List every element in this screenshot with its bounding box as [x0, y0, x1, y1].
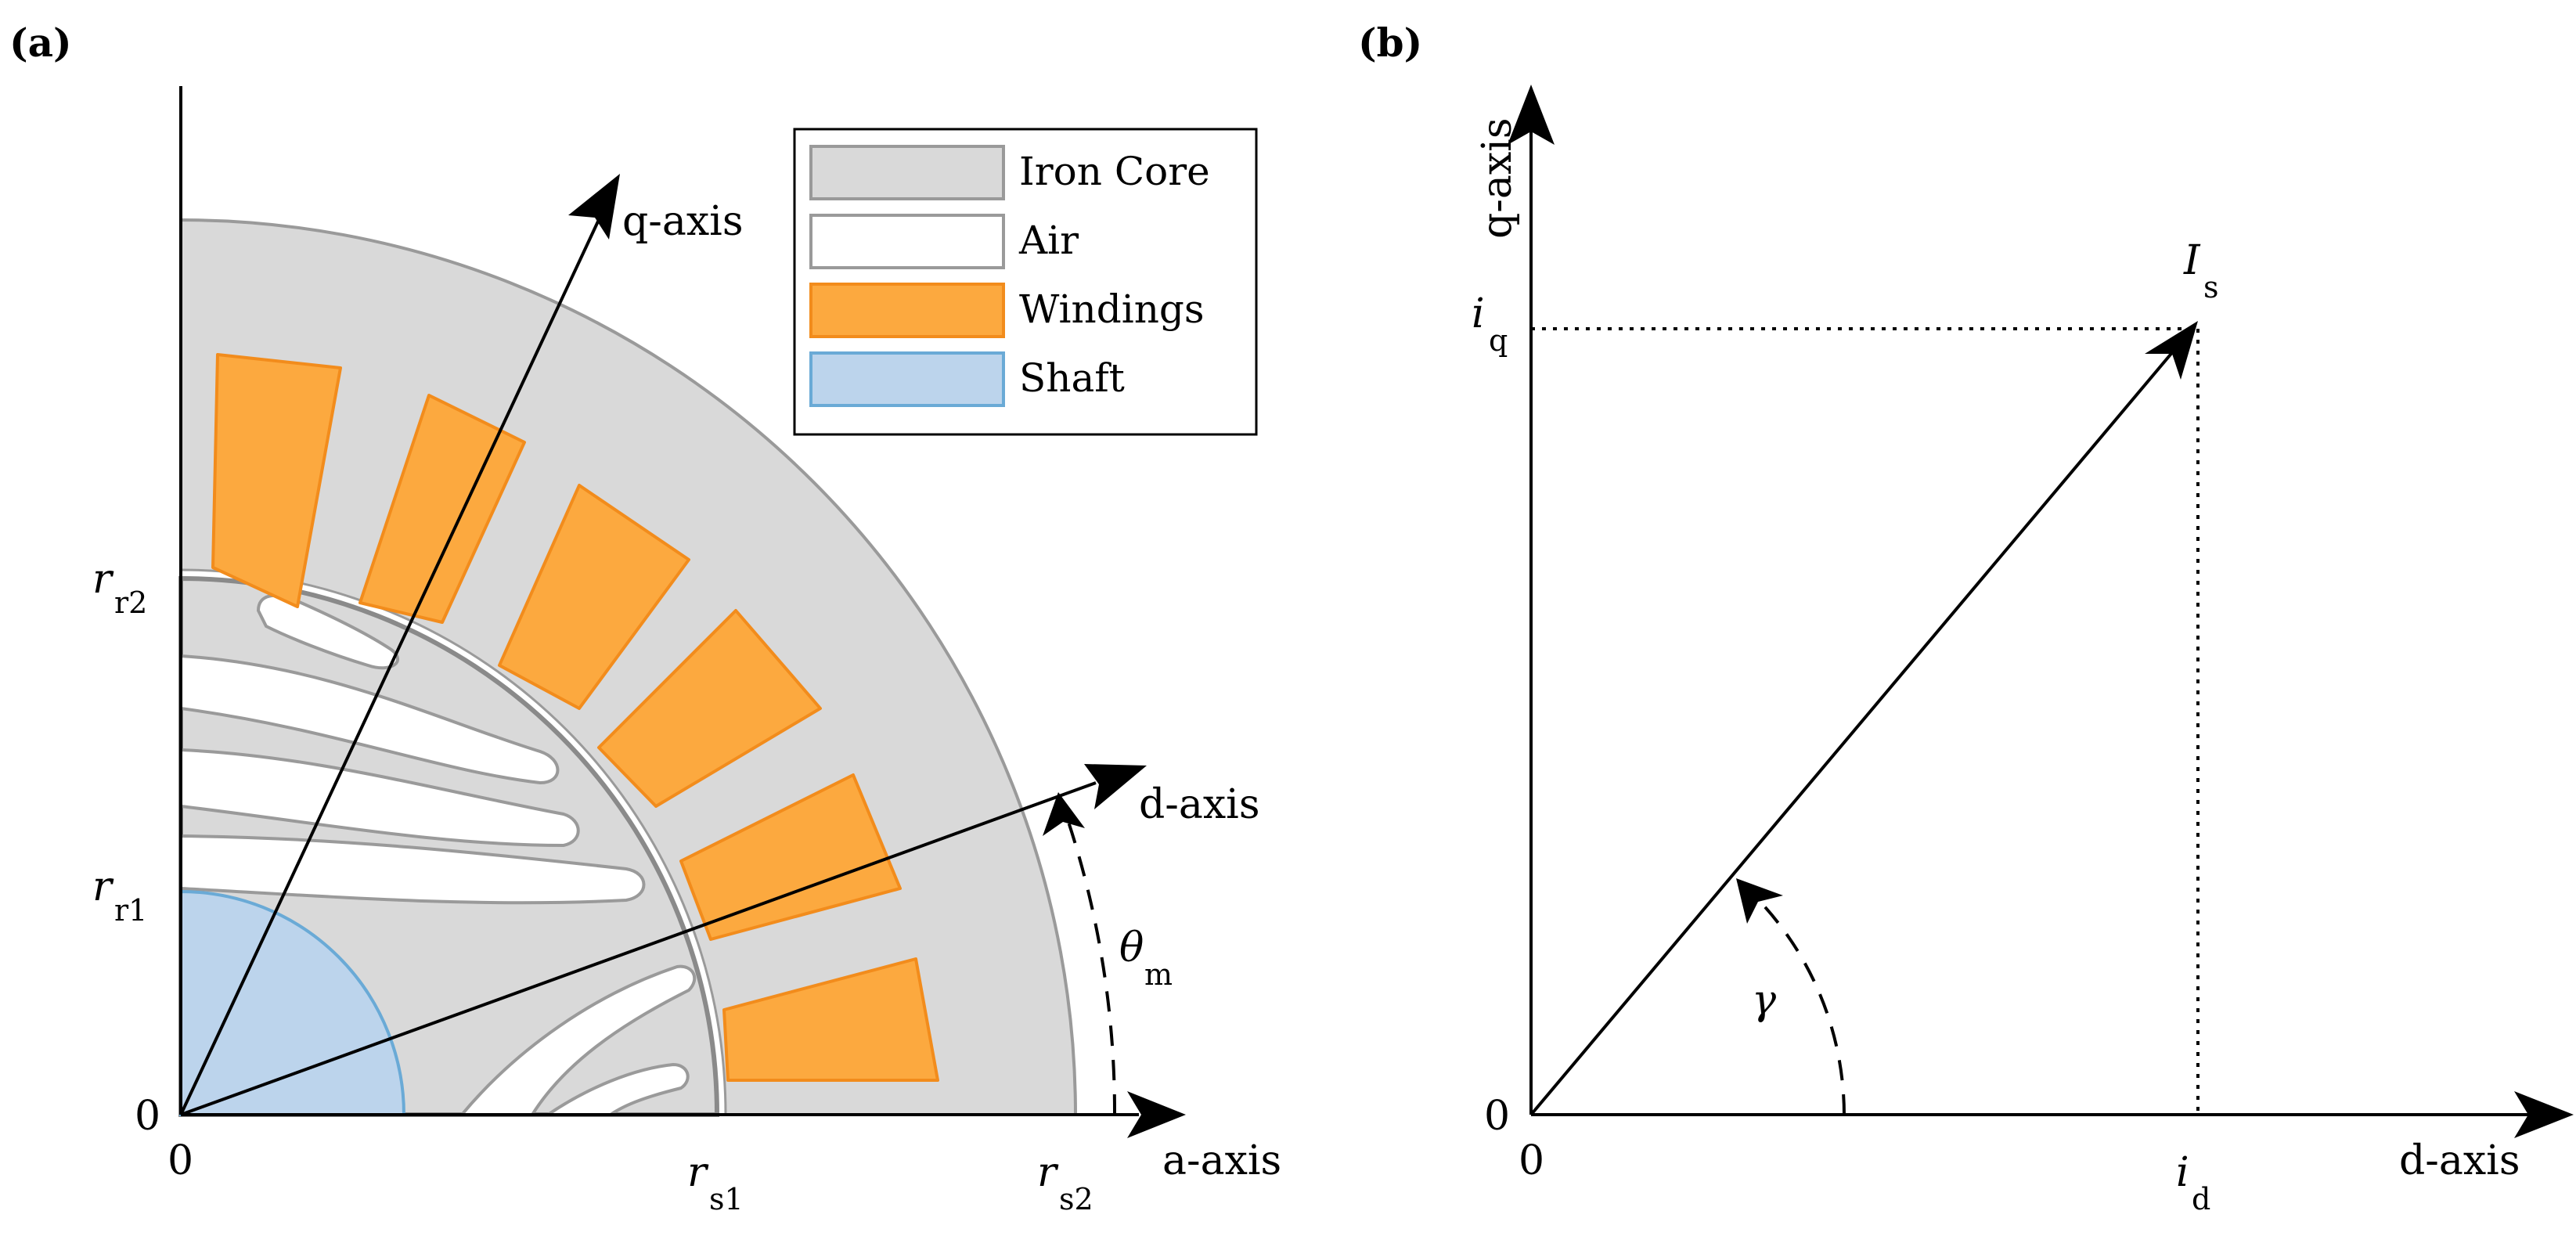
- r-r1-subscript: r1: [114, 893, 147, 928]
- legend-swatch-windings: [809, 283, 1005, 338]
- r-s1-label: r s1: [687, 1149, 744, 1216]
- flux-barrier-1: [181, 654, 560, 785]
- theta-m-label: θ m: [1119, 924, 1173, 992]
- id-subscript: d: [2192, 1182, 2210, 1216]
- r-s1-subscript: s1: [709, 1182, 744, 1216]
- winding-3: [498, 484, 690, 710]
- q-axis-label-b: q-axis: [1474, 117, 1521, 239]
- theta-arrow-icon: [1043, 792, 1085, 836]
- panel-b-arrowheads: [1508, 85, 2574, 1138]
- legend-swatch-shaft: [809, 351, 1005, 407]
- gamma-arrow-icon: [1736, 878, 1783, 924]
- is-subscript: s: [2203, 270, 2219, 304]
- gamma-label: γ: [1752, 977, 1777, 1024]
- legend-swatch-iron-core: [809, 145, 1005, 200]
- q-axis-label: q-axis: [622, 198, 744, 245]
- origin-y-label-a: 0: [135, 1093, 160, 1140]
- origin-x-label-a: 0: [168, 1137, 193, 1184]
- winding-1: [211, 353, 342, 608]
- d-axis-label-b: d-axis: [2399, 1137, 2520, 1184]
- panel-a-arrowheads: [568, 174, 1186, 1138]
- panel-b-label: (b): [1358, 20, 1422, 66]
- theta-arc: [1063, 809, 1117, 1115]
- flux-barrier-4: [459, 964, 697, 1115]
- q-axis-arrow-icon-b: [1508, 85, 1555, 145]
- r-s2-symbol: r: [1037, 1149, 1059, 1196]
- r-r1-symbol: r: [92, 863, 114, 910]
- q-axis-label-b-group: q-axis: [1474, 117, 1521, 239]
- legend-label-air: Air: [1018, 218, 1079, 263]
- r-r1-label: r r1: [92, 863, 147, 928]
- current-vector-arrow-icon: [2145, 321, 2198, 380]
- q-axis-arrow-icon: [568, 174, 620, 240]
- motor-cross-section: [178, 218, 1078, 1117]
- a-axis-label: a-axis: [1162, 1137, 1281, 1184]
- origin-y-label-b: 0: [1484, 1093, 1510, 1140]
- panel-a-label: (a): [9, 20, 72, 66]
- legend: Iron Core Air Windings Shaft: [793, 128, 1258, 436]
- winding-2: [358, 394, 526, 624]
- is-label: I s: [2183, 237, 2219, 304]
- shaft: [179, 889, 406, 1116]
- iq-subscript: q: [1489, 323, 1508, 358]
- r-r2-subscript: r2: [114, 586, 147, 620]
- r-s2-subscript: s2: [1059, 1182, 1093, 1216]
- d-axis-arrow-icon: [1084, 764, 1147, 809]
- r-r2-symbol: r: [92, 556, 114, 603]
- iq-symbol: i: [1472, 290, 1485, 337]
- legend-label-shaft: Shaft: [1019, 355, 1125, 401]
- a-axis-arrow-icon: [1127, 1091, 1186, 1138]
- current-vector-line: [1529, 339, 2184, 1116]
- winding-6: [722, 957, 939, 1082]
- d-axis-arrow-icon-b: [2514, 1091, 2574, 1138]
- q-axis-line: [179, 211, 604, 1115]
- iq-label: i q: [1472, 290, 1508, 358]
- origin-x-label-b: 0: [1519, 1137, 1544, 1184]
- windings: [211, 353, 939, 1082]
- winding-5: [679, 773, 902, 941]
- theta-subscript: m: [1144, 957, 1173, 992]
- legend-swatch-air: [809, 214, 1005, 269]
- is-symbol: I: [2183, 237, 2201, 284]
- flux-barriers: [181, 593, 697, 1115]
- theta-symbol: θ: [1119, 924, 1144, 971]
- winding-4: [597, 609, 822, 808]
- legend-label-windings: Windings: [1019, 286, 1205, 332]
- gamma-arc: [1756, 897, 1846, 1115]
- id-label: i d: [2176, 1149, 2210, 1216]
- r-s2-label: r s2: [1037, 1149, 1093, 1216]
- r-r2-label: r r2: [92, 556, 147, 620]
- panel-a-axes: [179, 86, 1139, 1116]
- r-s1-symbol: r: [687, 1149, 709, 1196]
- flux-barrier-2: [181, 748, 580, 848]
- panel-b-axes: [1529, 125, 2528, 1116]
- d-axis-label: d-axis: [1139, 781, 1260, 828]
- id-symbol: i: [2176, 1149, 2189, 1196]
- flux-barrier-3: [181, 834, 646, 905]
- flux-barrier-5: [545, 1062, 690, 1115]
- legend-label-iron-core: Iron Core: [1019, 149, 1210, 194]
- d-axis-line: [180, 781, 1097, 1116]
